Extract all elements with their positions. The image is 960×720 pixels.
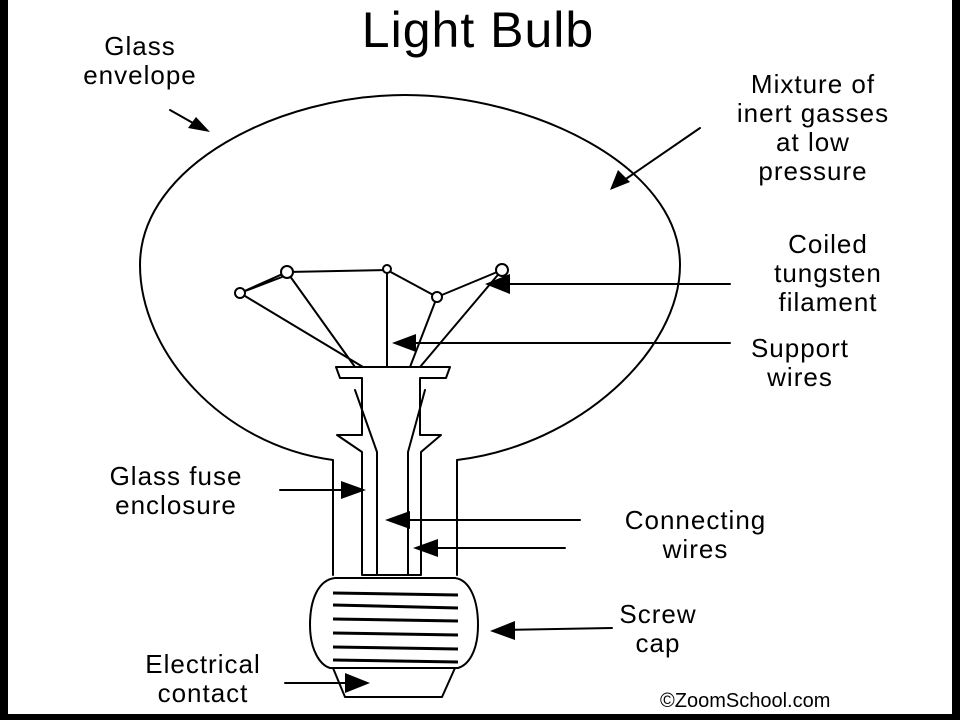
label-connecting-wires: Connecting wires xyxy=(583,506,808,564)
label-line: Connecting xyxy=(624,505,767,535)
arrowhead xyxy=(385,511,410,529)
label-screw-cap: Screw cap xyxy=(598,600,718,658)
copyright-credit: ©ZoomSchool.com xyxy=(660,690,831,712)
label-line: Electrical xyxy=(145,649,261,679)
diagram-title: Light Bulb xyxy=(361,2,595,58)
arrowhead xyxy=(413,539,438,557)
filament-joint xyxy=(234,287,246,299)
screw-thread xyxy=(332,617,459,623)
label-line: at low xyxy=(776,127,850,157)
diagram-canvas: Light Bulb Glass envelope Mixture of ine… xyxy=(8,0,952,714)
label-line: cap xyxy=(635,628,681,658)
label-line: envelope xyxy=(83,60,197,90)
label-electrical-contact: Electrical contact xyxy=(113,650,293,708)
label-line: inert gasses xyxy=(736,98,890,128)
label-line: filament xyxy=(778,287,878,317)
arrowhead xyxy=(341,481,366,499)
filament-joint xyxy=(431,291,443,303)
filament-joint xyxy=(495,263,509,277)
support-wires xyxy=(239,269,503,368)
label-line: Mixture of xyxy=(750,69,876,99)
label-inert-gasses: Mixture of inert gasses at low pressure xyxy=(698,70,928,186)
arrowhead xyxy=(345,673,370,693)
label-line: contact xyxy=(157,678,249,708)
filament-joint xyxy=(280,265,294,279)
label-glass-envelope: Glass envelope xyxy=(50,32,230,90)
arrowhead xyxy=(188,117,210,132)
screw-thread xyxy=(332,603,459,610)
arrowhead xyxy=(490,621,515,640)
filament-joint xyxy=(382,264,392,274)
arrowhead xyxy=(485,274,510,294)
arrowhead xyxy=(610,170,630,190)
label-line: enclosure xyxy=(115,490,237,520)
screw-thread xyxy=(332,591,459,597)
label-line: Support xyxy=(750,333,850,363)
bulb-drawing xyxy=(139,94,731,698)
label-line: Screw xyxy=(619,599,697,629)
label-line: tungsten xyxy=(774,258,882,288)
label-line: Glass xyxy=(104,31,176,61)
coiled-filament xyxy=(239,269,503,298)
label-fuse-enclosure: Glass fuse enclosure xyxy=(76,462,276,520)
screw-thread xyxy=(332,631,459,637)
label-line: wires xyxy=(767,362,833,392)
label-support-wires: Support wires xyxy=(720,334,880,392)
label-filament: Coiled tungsten filament xyxy=(748,230,908,317)
label-line: Glass fuse xyxy=(109,461,243,491)
arrowhead xyxy=(392,334,416,352)
connecting-wires xyxy=(354,389,426,576)
label-line: wires xyxy=(662,534,729,564)
label-line: pressure xyxy=(758,156,868,186)
label-line: Coiled xyxy=(788,229,868,259)
screw-cap-outline xyxy=(309,577,479,669)
screw-thread xyxy=(332,658,459,664)
screw-thread xyxy=(332,645,459,651)
